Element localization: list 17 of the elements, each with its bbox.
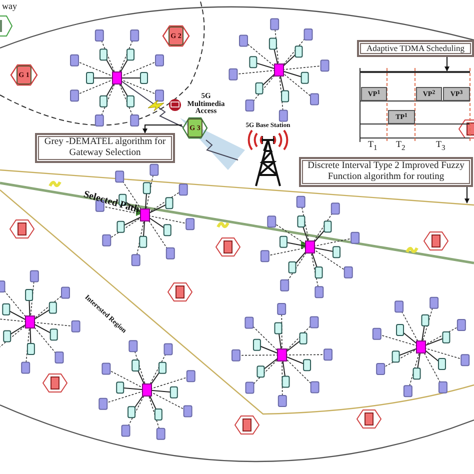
arrow bbox=[444, 56, 450, 72]
arrow bbox=[464, 186, 470, 204]
time-label: T$_{1}$ bbox=[368, 140, 378, 152]
timeline-bar bbox=[360, 71, 470, 73]
box-text: Discrete Interval Type 2 Improved Fuzzy Function algorithm for routing bbox=[306, 161, 466, 183]
gateway-hexagon bbox=[10, 64, 38, 86]
box-text: Grey -DEMATEL algorithm for Gateway Selection bbox=[43, 137, 167, 159]
text-box bbox=[35, 133, 175, 163]
text-box bbox=[357, 40, 474, 57]
box-text: Adaptive TDMA Scheduling bbox=[366, 44, 465, 54]
time-label: T$_{2}$ bbox=[396, 140, 406, 152]
caption: way bbox=[2, 2, 17, 11]
gateway-hexagon bbox=[162, 25, 190, 47]
text-box bbox=[299, 157, 473, 187]
path-label: Selected Path bbox=[82, 190, 140, 216]
gateway-hexagon bbox=[182, 117, 208, 139]
arrow bbox=[142, 124, 182, 134]
